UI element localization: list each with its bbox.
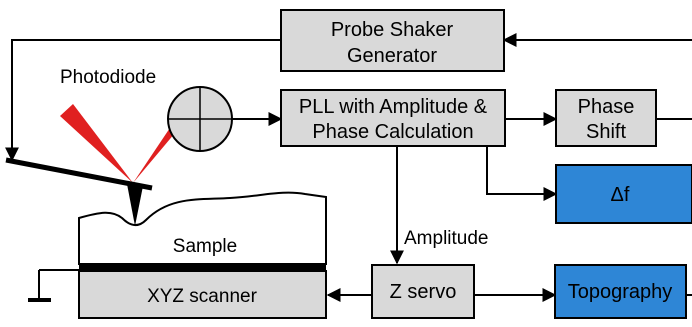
xyz-scanner-block [78, 270, 327, 319]
photodiode-label: Photodiode [60, 67, 156, 88]
pll-label-line2: Phase Calculation [312, 121, 473, 143]
sample-label: Sample [173, 236, 237, 257]
ground-icon [28, 269, 79, 302]
probe-shaker-label-line1: Probe Shaker [331, 19, 454, 41]
z-servo-label: Z servo [390, 281, 457, 303]
xyz-scanner-label: XYZ scanner [147, 286, 257, 307]
incident-laser-beam [60, 104, 133, 183]
probe-shaker-label-line2: Generator [347, 45, 437, 67]
topography-block [554, 264, 687, 319]
photodiode-icon [167, 86, 233, 152]
phase-shift-label-line2: Shift [586, 121, 626, 143]
cantilever [5, 157, 153, 191]
pll-to-delta-f-line [486, 146, 558, 201]
probe-tip [127, 184, 143, 226]
delta-f-label: Δf [611, 184, 630, 206]
delta-f-block [555, 164, 692, 224]
sample [78, 191, 327, 265]
topography-label: Topography [568, 281, 673, 303]
z-servo-block [371, 264, 475, 319]
phase-shift-label-line1: Phase [578, 96, 635, 118]
probe-shaker-generator-block [280, 9, 505, 72]
shaker-to-cantilever-line [5, 39, 281, 162]
pll-block [280, 89, 506, 147]
scanner-plate [79, 264, 326, 271]
amplitude-label: Amplitude [404, 228, 489, 249]
pll-label-line1: PLL with Amplitude & [299, 96, 488, 118]
phase-shift-block [555, 89, 657, 147]
